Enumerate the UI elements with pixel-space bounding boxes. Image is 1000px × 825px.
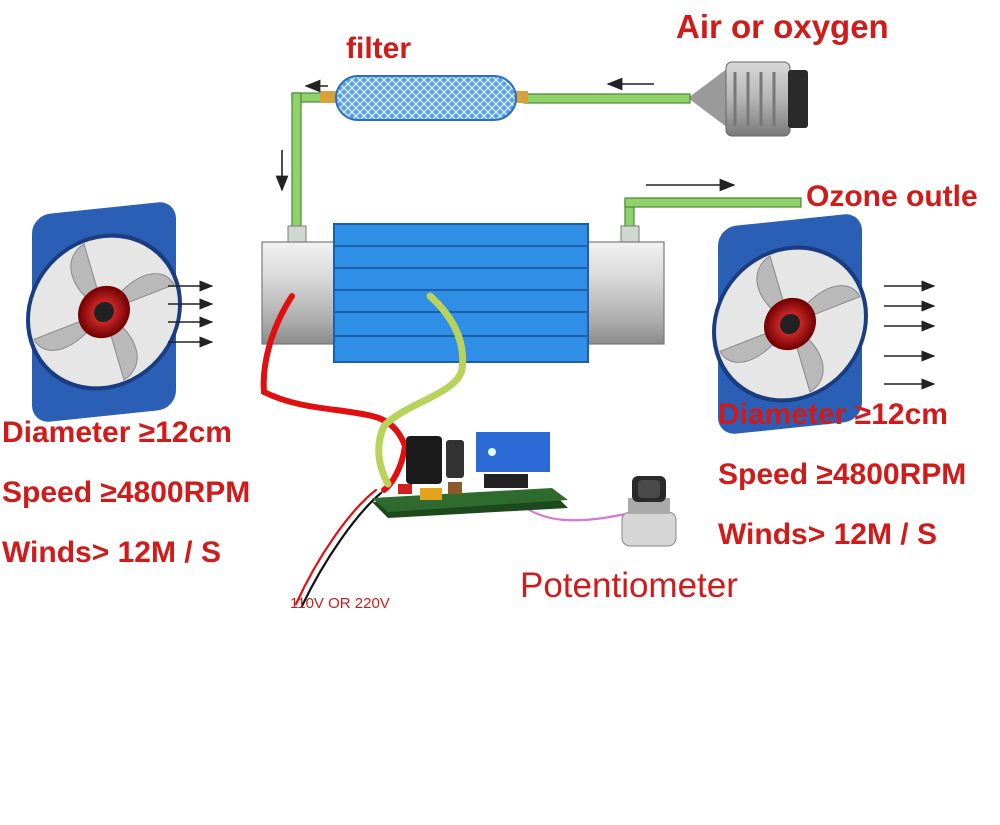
tube-fitting-left bbox=[287, 225, 307, 243]
right-fan-winds-label: Winds> 12M / S bbox=[718, 518, 937, 551]
potentiometer-label: Potentiometer bbox=[520, 566, 738, 605]
fan-icon bbox=[712, 214, 868, 434]
filter-icon bbox=[320, 75, 528, 121]
air-intake-icon bbox=[688, 61, 808, 137]
filter-label: filter bbox=[346, 32, 412, 65]
left-fan-speed-label: Speed ≥4800RPM bbox=[2, 476, 251, 509]
tube-fitting-right bbox=[620, 225, 640, 243]
left-fan-diameter-label: Diameter ≥12cm bbox=[2, 416, 232, 449]
ozone-outlet-label: Ozone outle bbox=[806, 180, 978, 213]
right-fan-speed-label: Speed ≥4800RPM bbox=[718, 458, 967, 491]
flow-arrow-icon bbox=[168, 280, 214, 348]
wires bbox=[260, 292, 628, 608]
fan-icon bbox=[26, 202, 182, 422]
left-fan-winds-label: Winds> 12M / S bbox=[2, 536, 221, 569]
potentiometer-icon bbox=[621, 476, 677, 547]
flow-arrow-icon bbox=[275, 77, 736, 192]
right-fan-diameter-label: Diameter ≥12cm bbox=[718, 398, 948, 431]
flow-arrow-icon bbox=[884, 280, 936, 390]
ozone-tube bbox=[261, 223, 665, 363]
air-or-oxygen-label: Air or oxygen bbox=[676, 8, 889, 45]
circuit-board-icon bbox=[372, 432, 568, 518]
voltage-label: 110V OR 220V bbox=[290, 595, 390, 612]
